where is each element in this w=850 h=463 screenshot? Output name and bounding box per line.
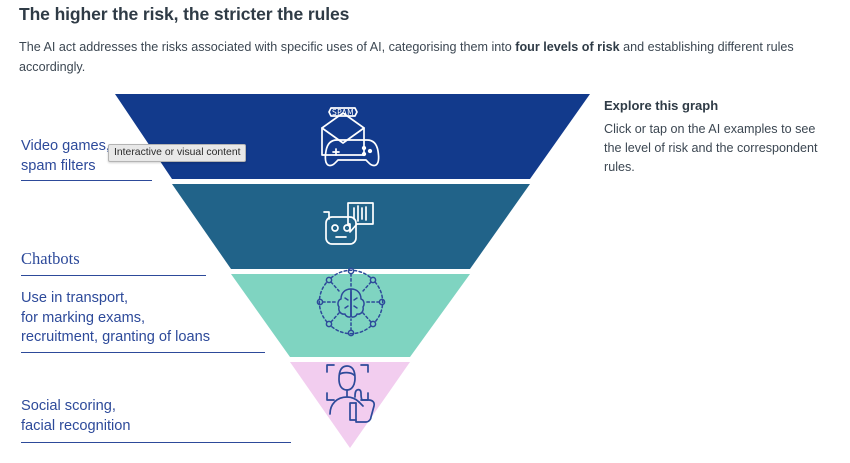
intro-text-before: The AI act addresses the risks associate…: [19, 40, 516, 54]
explore-graph-panel: Explore this graph Click or tap on the A…: [604, 98, 836, 177]
page-title: The higher the risk, the stricter the ru…: [19, 4, 350, 24]
interactive-content-tooltip: Interactive or visual content: [108, 144, 247, 162]
intro-text-bold: four levels of risk: [515, 40, 620, 54]
funnel-label-2-underline: [21, 274, 206, 276]
funnel-label-1-text: Video games, spam filters: [21, 138, 110, 174]
funnel-label-4-text: Social scoring, facial recognition: [21, 398, 131, 434]
funnel-label-3-underline: [21, 351, 265, 353]
funnel-label-3-text: Use in transport, for marking exams, rec…: [21, 290, 211, 346]
funnel-label-transport-exams[interactable]: Use in transport, for marking exams, rec…: [21, 270, 265, 372]
intro-text-after: and establishing different rules accordi…: [19, 40, 794, 74]
funnel-label-1-underline: [21, 180, 152, 182]
funnel-label-social-scoring[interactable]: Social scoring, facial recognition: [21, 378, 291, 463]
intro-paragraph: The AI act addresses the risks associate…: [19, 38, 809, 77]
funnel-label-2-text: Chatbots: [21, 248, 80, 268]
funnel-label-4-underline: [21, 442, 291, 444]
funnel-label-chatbots[interactable]: Chatbots: [21, 226, 206, 298]
explore-graph-body: Click or tap on the AI examples to see t…: [604, 122, 818, 175]
explore-graph-title: Explore this graph: [604, 98, 719, 113]
funnel-label-video-games[interactable]: Video games, spam filters: [21, 118, 152, 201]
infographic-page: The higher the risk, the stricter the ru…: [19, 4, 836, 448]
